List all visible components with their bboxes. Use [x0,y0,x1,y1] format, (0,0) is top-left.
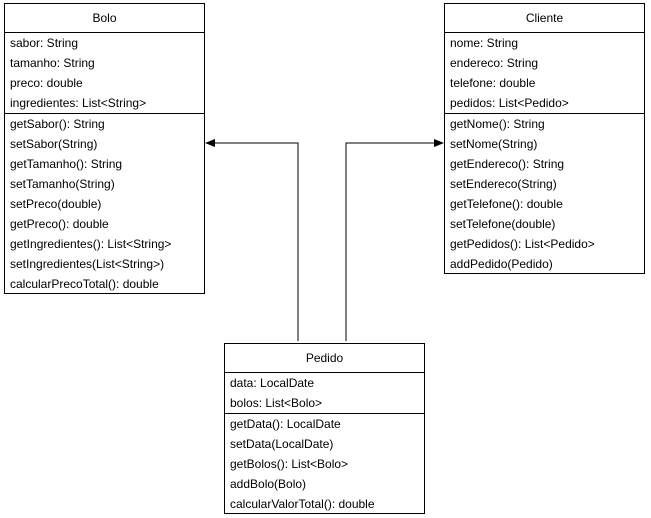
attribute: telefone: double [450,76,536,90]
method: getIngredientes(): List<String> [10,237,172,251]
method: setSabor(String) [10,137,98,151]
method: getEndereco(): String [450,157,565,171]
class-title-cliente: Cliente [445,4,644,33]
method: setIngredientes(List<String>) [10,257,165,271]
attribute: nome: String [450,36,519,50]
attribute: preco: double [10,76,83,90]
attribute: endereco: String [450,56,539,70]
method: addBolo(Bolo) [230,477,307,491]
method: calcularValorTotal(): double [230,497,375,511]
method: setNome(String) [450,137,538,151]
class-cliente[interactable]: Cliente nome: String endereco: String te… [444,3,645,274]
method: setTelefone(double) [450,217,556,231]
class-pedido[interactable]: Pedido data: LocalDate bolos: List<Bolo>… [224,343,425,514]
method: getData(): LocalDate [230,417,341,431]
method: getTamanho(): String [10,157,123,171]
method: getTelefone(): double [450,197,563,211]
class-title-bolo: Bolo [5,4,204,33]
class-bolo[interactable]: Bolo sabor: String tamanho: String preco… [4,3,205,294]
class-title-pedido: Pedido [225,344,424,373]
method: setTamanho(String) [10,177,115,191]
attribute: sabor: String [10,36,79,50]
attributes-bolo: sabor: String tamanho: String preco: dou… [5,33,204,114]
method: calcularPrecoTotal(): double [10,277,159,291]
attribute: tamanho: String [10,56,95,70]
method: getPedidos(): List<Pedido> [450,237,595,251]
attribute: bolos: List<Bolo> [230,396,323,410]
methods-pedido: getData(): LocalDate setData(LocalDate) … [225,414,424,514]
method: getNome(): String [450,117,545,131]
method: getSabor(): String [10,117,105,131]
methods-cliente: getNome(): String setNome(String) getEnd… [445,114,644,274]
attribute: data: LocalDate [230,376,315,390]
method: getPreco(): double [10,217,109,231]
association-pedido-bolo [205,139,299,341]
association-pedido-cliente [345,139,444,341]
method: setEndereco(String) [450,177,557,191]
methods-bolo: getSabor(): String setSabor(String) getT… [5,114,204,294]
method: setData(LocalDate) [230,437,334,451]
attribute: pedidos: List<Pedido> [450,96,569,110]
attributes-cliente: nome: String endereco: String telefone: … [445,33,644,114]
attribute: ingredientes: List<String> [10,96,147,110]
attributes-pedido: data: LocalDate bolos: List<Bolo> [225,373,424,414]
method: addPedido(Pedido) [450,257,553,271]
method: setPreco(double) [10,197,102,211]
method: getBolos(): List<Bolo> [230,457,349,471]
